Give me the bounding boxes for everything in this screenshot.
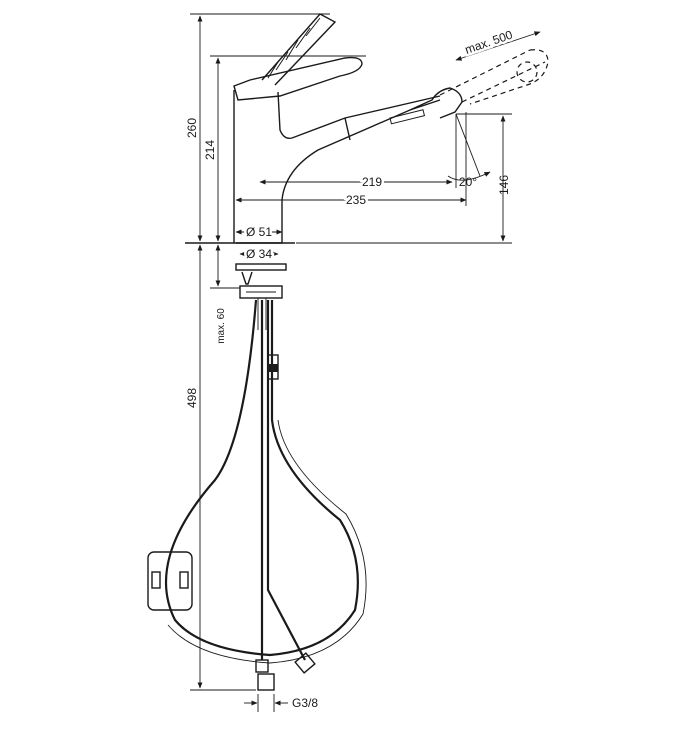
lever-raised-outline xyxy=(261,13,337,86)
spout-pulled-out xyxy=(439,49,549,105)
label-235: 235 xyxy=(346,193,366,207)
label-max-500: max. 500 xyxy=(463,27,515,56)
hoses xyxy=(147,299,367,691)
label-max-60: max. 60 xyxy=(216,308,227,344)
dimension-lines xyxy=(190,13,541,712)
fitting-nut-1 xyxy=(257,673,275,691)
fitting-straight xyxy=(255,659,269,673)
spray-button xyxy=(389,109,426,125)
faucet-body xyxy=(233,13,549,244)
hose-weight xyxy=(147,551,193,611)
supply-hose-angled xyxy=(266,300,306,661)
label-diameter-34: Ø 34 xyxy=(246,247,272,261)
spout-top xyxy=(277,91,441,140)
label-diameter-51: Ø 51 xyxy=(246,225,272,239)
label-498: 498 xyxy=(185,388,199,408)
label-214: 214 xyxy=(203,140,217,160)
dimension-labels: 260 214 219 235 146 20° max. 500 Ø 51 Ø … xyxy=(185,25,517,710)
nut xyxy=(239,285,283,299)
spout-head xyxy=(344,87,463,141)
label-219: 219 xyxy=(362,175,382,189)
lever xyxy=(233,56,363,101)
washer xyxy=(235,263,287,271)
clamp xyxy=(241,271,253,285)
spout-pulled-head xyxy=(516,61,538,83)
lever-raised-hatch xyxy=(267,17,321,79)
label-260: 260 xyxy=(185,118,199,138)
label-g3-8: G3/8 xyxy=(292,696,318,710)
mounting-assembly xyxy=(185,242,295,330)
pullout-hose-loop-outer xyxy=(167,419,367,664)
label-146: 146 xyxy=(497,175,511,195)
fitting-angled xyxy=(294,652,316,674)
pullout-hose-loop xyxy=(164,299,359,657)
label-20-degrees: 20° xyxy=(459,175,477,189)
